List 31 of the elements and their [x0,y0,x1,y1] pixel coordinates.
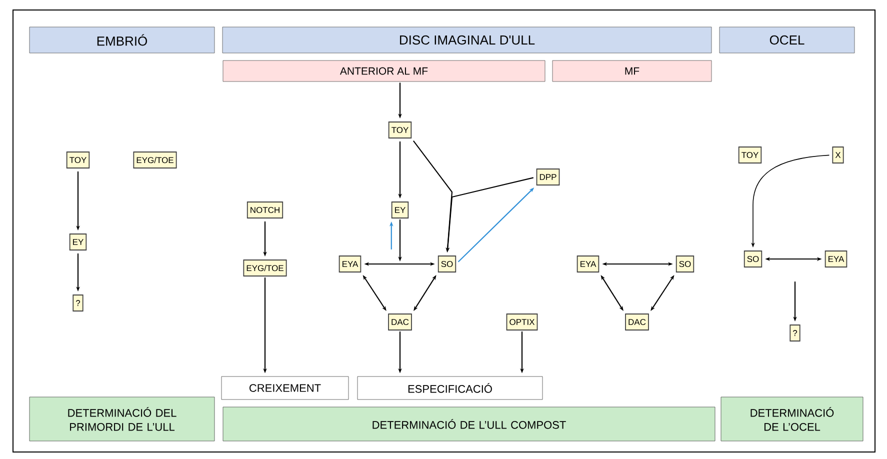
zone-bar: MF [552,60,712,82]
zone-bar: ANTERIOR AL MF [222,60,546,82]
header-bar: DISC IMAGINAL D'ULL [222,26,712,54]
outcome-box: CREIXEMENT [221,376,349,400]
gene-box: EYG/TOE [133,152,177,168]
header-bar: OCEL [719,26,855,54]
gene-box: TOY [738,146,762,164]
gene-box: EYA [338,256,362,272]
outcome-box: ESPECIFICACIÓ [357,376,543,400]
gene-box: SO [676,256,694,272]
gene-box: X [832,146,844,164]
gene-box: EY [69,234,87,250]
gene-box: SO [438,256,456,272]
gene-box: EYG/TOE [243,260,287,276]
gene-box: OPTIX [506,314,538,330]
gene-box: DAC [388,314,412,330]
gene-box: TOY [388,122,412,138]
gene-box: NOTCH [246,202,284,218]
gene-box: TOY [66,152,90,168]
gene-box: SO [744,250,762,268]
gene-box: ? [72,294,84,312]
gene-box: ? [790,324,800,342]
gene-box: DPP [536,168,560,186]
gene-box: EYA [576,256,600,272]
gene-box: EY [391,202,409,218]
determination-box: DETERMINACIÓ DEL PRIMORDI DE L’ULL [29,396,215,442]
determination-box: DETERMINACIÓ DE L’ULL COMPOST [222,406,716,442]
gene-box: EYA [824,250,848,268]
gene-box: DAC [625,314,649,330]
header-bar: EMBRIÓ [29,26,215,54]
determination-box: DETERMINACIÓ DE L’OCEL [720,396,864,442]
